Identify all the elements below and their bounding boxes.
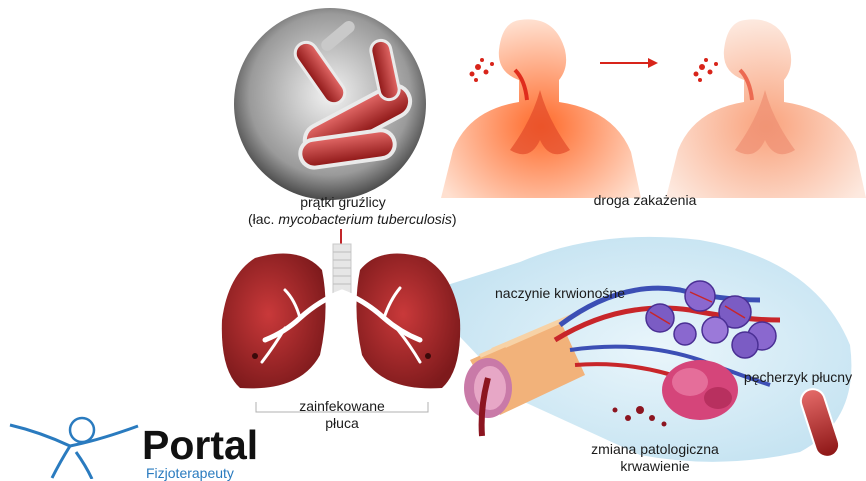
infected-lungs-label: zainfekowane płuca xyxy=(287,398,397,432)
portal-logo-icon xyxy=(10,418,138,479)
left-lung xyxy=(222,254,326,389)
bacteria-magnification xyxy=(234,8,426,200)
arrow-right-icon xyxy=(600,58,658,68)
infected-lungs xyxy=(222,244,460,412)
right-lung xyxy=(356,254,460,389)
latin-name: mycobacterium tuberculosis xyxy=(278,211,452,227)
latin-suffix: ) xyxy=(452,211,457,227)
bacteria-label-line1: prątki gruźlicy xyxy=(248,194,438,211)
bacteria-label-line2: (łac. mycobacterium tuberculosis) xyxy=(248,211,438,228)
latin-prefix: (łac. xyxy=(248,211,278,227)
alveolus-label: pęcherzyk płucny xyxy=(728,369,866,386)
lesion-label: zmiana patologiczna krwawienie xyxy=(570,441,740,475)
lesion-label-line2: krwawienie xyxy=(570,458,740,475)
infection-route-label: droga zakażenia xyxy=(575,192,715,209)
bacteria-label: prątki gruźlicy (łac. mycobacterium tube… xyxy=(248,194,438,228)
blood-vessel-label: naczynie krwionośne xyxy=(480,285,640,302)
infected-lungs-line2: płuca xyxy=(287,415,397,432)
body-silhouette-exposed xyxy=(666,19,866,198)
magnified-tissue-view xyxy=(425,237,851,462)
body-silhouette-infected xyxy=(441,19,641,198)
infected-lungs-line1: zainfekowane xyxy=(287,398,397,415)
lesion-label-line1: zmiana patologiczna xyxy=(570,441,740,458)
portal-logo-word: Portal xyxy=(142,422,258,469)
